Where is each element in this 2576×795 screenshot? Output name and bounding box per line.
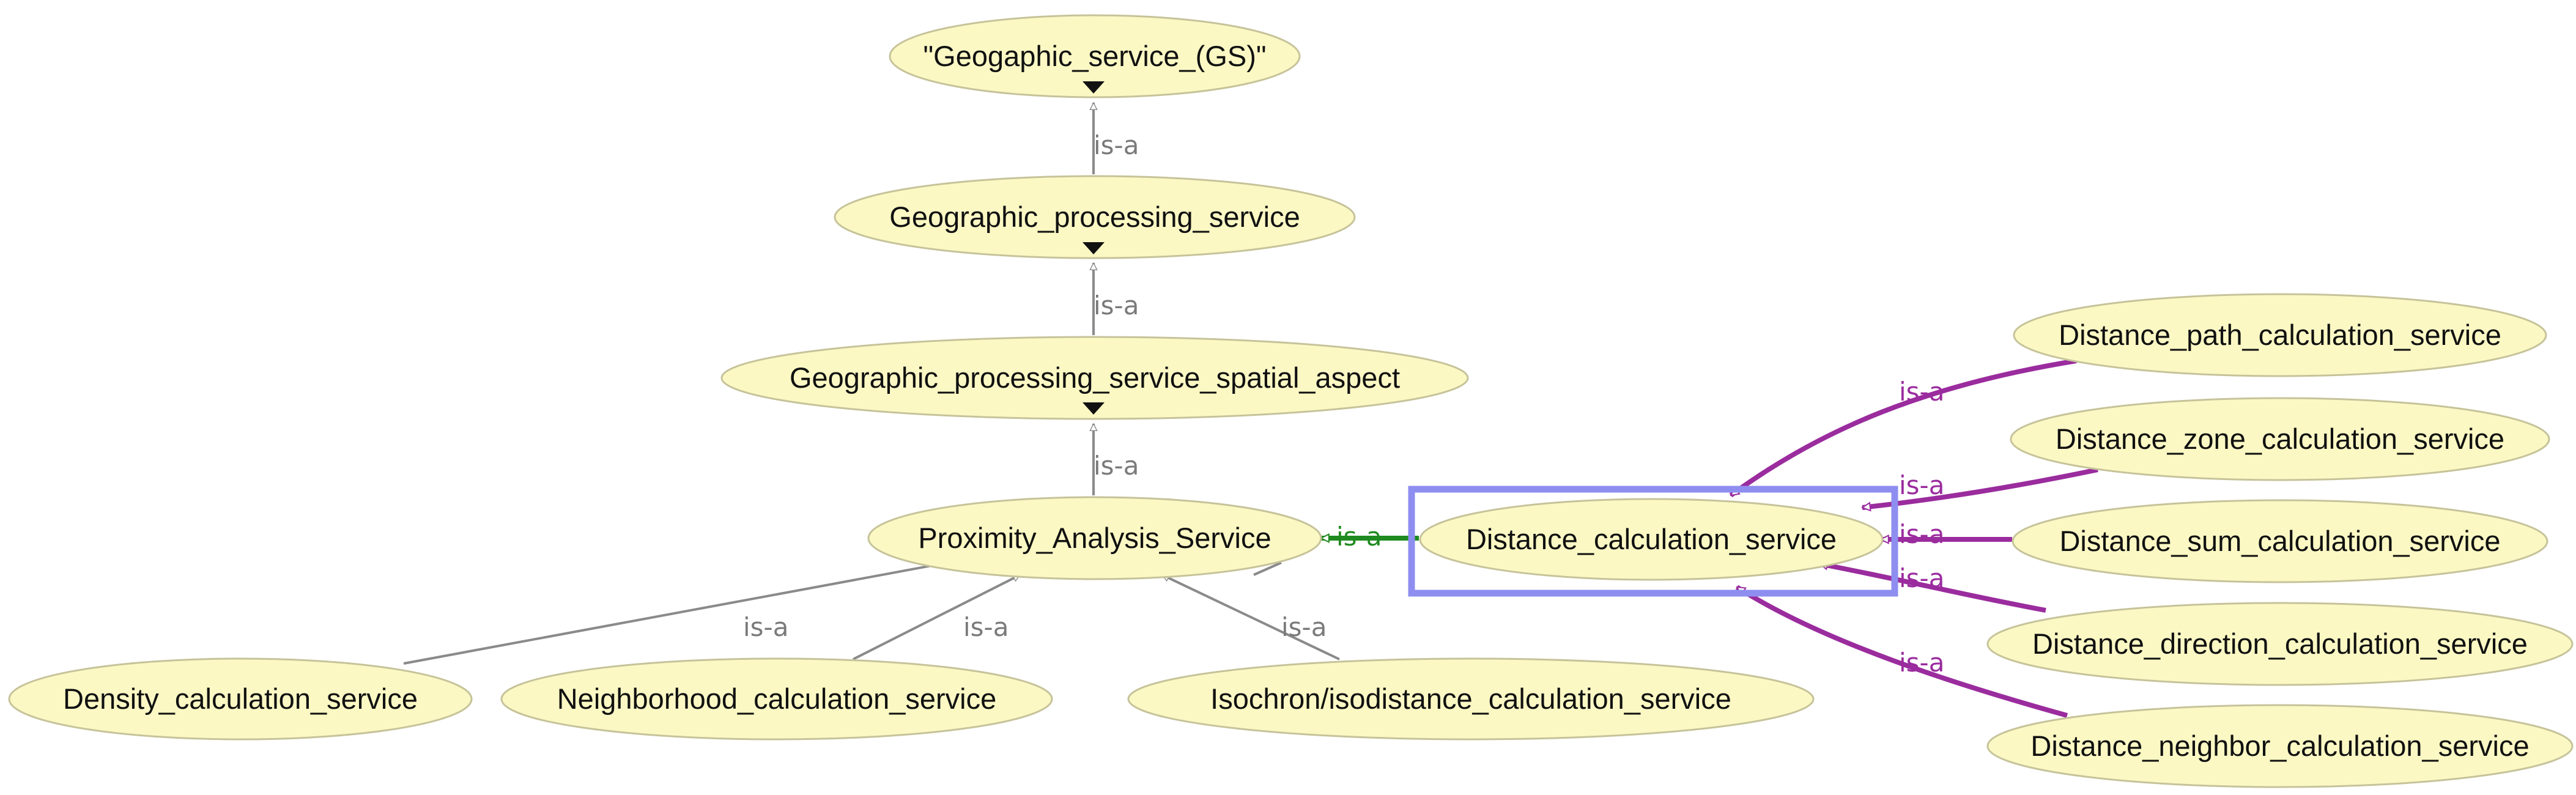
node-label: "Geogaphic_service_(GS)": [923, 40, 1266, 72]
node-label: Density_calculation_service: [63, 682, 418, 715]
selection-highlight: [1408, 486, 1898, 597]
node-distance-direction-calculation-service[interactable]: Distance_direction_calculation_service: [1986, 602, 2574, 686]
node-geographic-service[interactable]: "Geogaphic_service_(GS)": [889, 14, 1301, 98]
node-distance-zone-calculation-service[interactable]: Distance_zone_calculation_service: [2010, 397, 2550, 481]
edge-label: is-a: [1094, 130, 1139, 160]
node-geographic-processing-service[interactable]: Geographic_processing_service: [834, 175, 1356, 259]
node-label: Geographic_processing_service_spatial_as…: [790, 361, 1400, 394]
edge-label: is-a: [1899, 563, 1944, 593]
edge-isochron-to-pas[interactable]: [1162, 574, 1340, 660]
node-label: Distance_calculation_service: [1466, 523, 1837, 555]
node-label: Distance_sum_calculation_service: [2059, 525, 2500, 557]
node-geographic-processing-service-spatial-aspect[interactable]: Geographic_processing_service_spatial_as…: [720, 336, 1469, 420]
edge-direction-to-dcs[interactable]: [1819, 564, 2046, 613]
edge-label: is-a: [1899, 519, 1944, 549]
node-distance-path-calculation-service[interactable]: Distance_path_calculation_service: [2013, 293, 2547, 377]
node-isochron-isodistance-calculation-service[interactable]: Isochron/isodistance_calculation_service: [1127, 657, 1815, 741]
node-label: Distance_neighbor_calculation_service: [2030, 730, 2529, 762]
edge-label: is-a: [1899, 470, 1944, 500]
edge-label: is-a: [1094, 451, 1139, 481]
node-label: Geographic_processing_service: [889, 201, 1300, 233]
edge-neighbor-to-dcs[interactable]: [1735, 585, 2068, 718]
edge-path-to-dcs[interactable]: [1729, 358, 2077, 498]
node-distance-neighbor-calculation-service[interactable]: Distance_neighbor_calculation_service: [1986, 704, 2574, 788]
node-distance-sum-calculation-service[interactable]: Distance_sum_calculation_service: [2012, 499, 2548, 583]
edge-label: is-a: [1899, 377, 1944, 407]
node-label: Distance_path_calculation_service: [2059, 319, 2501, 351]
node-label: Proximity_Analysis_Service: [918, 522, 1271, 554]
nodes: "Geogaphic_service_(GS)" Geographic_proc…: [8, 14, 2574, 788]
expand-triangle-icon[interactable]: [1083, 242, 1105, 254]
edge-label: is-a: [1281, 612, 1327, 642]
node-proximity-analysis-service[interactable]: Proximity_Analysis_Service: [867, 496, 1322, 580]
expand-triangle-icon[interactable]: [1083, 402, 1105, 415]
edge-density-to-pas[interactable]: [403, 563, 948, 665]
edge-label: is-a: [1336, 522, 1382, 552]
node-label: Isochron/isodistance_calculation_service: [1210, 682, 1731, 715]
edge-label: is-a: [1094, 290, 1139, 320]
expand-triangle-icon[interactable]: [1083, 81, 1105, 94]
edge-label: is-a: [963, 612, 1009, 642]
node-label: Distance_zone_calculation_service: [2056, 423, 2504, 455]
edge-label: is-a: [1899, 648, 1944, 678]
node-density-calculation-service[interactable]: Density_calculation_service: [8, 657, 473, 741]
node-label: Neighborhood_calculation_service: [557, 682, 997, 715]
expand-markers: [1083, 81, 1105, 415]
node-neighborhood-calculation-service[interactable]: Neighborhood_calculation_service: [500, 657, 1053, 741]
edge-labels: is-a is-a is-a is-a is-a is-a is-a is-a …: [743, 130, 1944, 678]
node-label: Distance_direction_calculation_service: [2032, 627, 2528, 660]
edge-isochron-pas-stub: [1253, 561, 1282, 576]
edge-neighborhood-to-pas[interactable]: [853, 574, 1020, 660]
edge-label: is-a: [743, 612, 788, 642]
node-distance-calculation-service[interactable]: Distance_calculation_service: [1419, 498, 1884, 581]
